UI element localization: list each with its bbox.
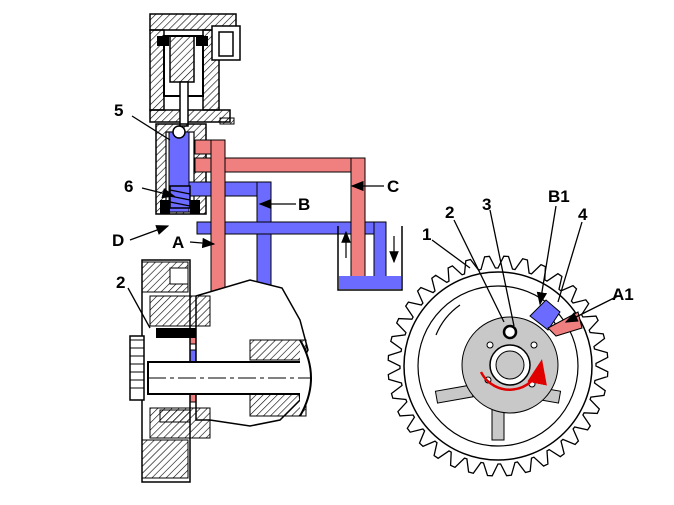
label-chamber-a1: A1 — [612, 285, 634, 304]
label-solenoid-5: 5 — [114, 101, 123, 120]
label-spool-6: 6 — [124, 177, 133, 196]
label-rotor-3: 3 — [482, 195, 491, 214]
rotation-arrow — [479, 359, 547, 391]
label-vane-2-right: 2 — [445, 203, 454, 222]
label-port-4: 4 — [578, 205, 588, 224]
label-drain-d: D — [112, 231, 124, 250]
oil-reservoir — [337, 226, 403, 291]
rotor-hub — [461, 316, 559, 414]
label-line-c: C — [387, 177, 399, 196]
camshaft — [147, 328, 312, 423]
label-adjuster-2-left: 2 — [116, 273, 125, 292]
label-line-a: A — [172, 233, 184, 252]
label-gear-1: 1 — [422, 225, 431, 244]
chamber-b1-flag — [529, 299, 561, 331]
label-line-b: B — [298, 195, 310, 214]
leader-lines — [127, 115, 619, 329]
label-chamber-b1: B1 — [548, 187, 570, 206]
solenoid-housing — [149, 13, 241, 127]
